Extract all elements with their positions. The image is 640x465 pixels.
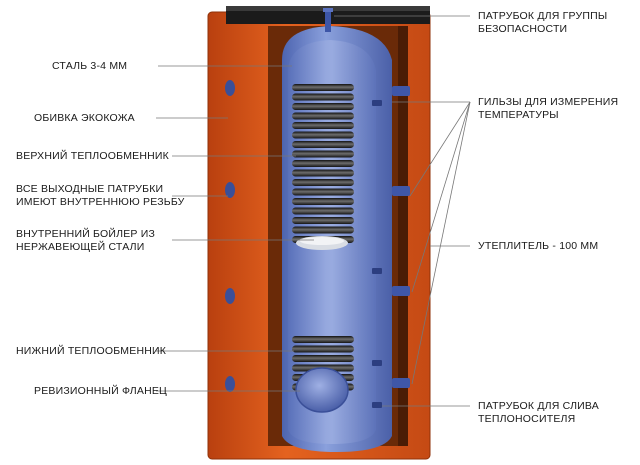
label-safety-pipe: ПАТРУБОК ДЛЯ ГРУППЫ БЕЗОПАСНОСТИ — [478, 10, 607, 36]
label-leather-line1: ОБИВКА ЭКОКОЖА — [34, 112, 135, 124]
label-drain-pipe-line2: ТЕПЛОНОСИТЕЛЯ — [478, 413, 576, 425]
lower-coil-turn — [292, 355, 354, 362]
leader-lines — [156, 15, 471, 407]
label-insulation: УТЕПЛИТЕЛЬ - 100 ММ — [478, 240, 598, 253]
label-flange-line1: РЕВИЗИОННЫЙ ФЛАНЕЦ — [34, 385, 168, 397]
upper-coil-turn — [292, 169, 354, 177]
upper-coil-turn — [292, 207, 354, 215]
safety-pipe — [323, 8, 333, 32]
label-safety-pipe-line2: БЕЗОПАСНОСТИ — [478, 23, 568, 35]
upper-coil-turn — [292, 103, 354, 110]
upper-coil-turn — [292, 131, 354, 139]
temperature-sleeves — [372, 86, 410, 408]
label-steel: СТАЛЬ 3-4 ММ — [52, 60, 127, 73]
upper-coil-turn — [292, 84, 354, 91]
label-insulation-line1: УТЕПЛИТЕЛЬ - 100 ММ — [478, 240, 599, 252]
label-leather: ОБИВКА ЭКОКОЖА — [34, 112, 135, 125]
label-outlets-line2: ИМЕЮТ ВНУТРЕННЮЮ РЕЗЬБУ — [16, 196, 185, 208]
label-drain-pipe-line1: ПАТРУБОК ДЛЯ СЛИВА — [478, 400, 599, 412]
upper-coil-turn — [292, 188, 354, 196]
label-inner-boiler: ВНУТРЕННИЙ БОЙЛЕР ИЗ НЕРЖАВЕЮЩЕЙ СТАЛИ — [16, 228, 155, 254]
upper-coil-turn — [292, 112, 354, 120]
label-sleeves-line2: ТЕМПЕРАТУРЫ — [478, 109, 559, 121]
label-upper-exchanger-line1: ВЕРХНИЙ ТЕПЛООБМЕННИК — [16, 150, 169, 162]
upper-coil-turn — [292, 141, 354, 148]
label-upper-exchanger: ВЕРХНИЙ ТЕПЛООБМЕННИК — [16, 150, 169, 163]
label-steel-line1: СТАЛЬ 3-4 ММ — [52, 60, 128, 72]
inspection-flange — [295, 367, 349, 413]
label-outlets: ВСЕ ВЫХОДНЫЕ ПАТРУБКИ ИМЕЮТ ВНУТРЕННЮЮ Р… — [16, 183, 185, 209]
inner-boiler — [296, 236, 348, 250]
upper-coil-turn — [292, 160, 354, 167]
upper-coil-turn — [292, 217, 354, 224]
label-lower-exchanger: НИЖНИЙ ТЕПЛООБМЕННИК — [16, 345, 166, 358]
upper-coil-turn — [292, 150, 354, 158]
lower-coil-turn — [292, 345, 354, 353]
upper-coil-turn — [292, 93, 354, 101]
side-outlets — [225, 80, 235, 392]
label-safety-pipe-line1: ПАТРУБОК ДЛЯ ГРУППЫ — [478, 10, 608, 22]
label-inner-boiler-line1: ВНУТРЕННИЙ БОЙЛЕР ИЗ — [16, 228, 156, 240]
label-drain-pipe: ПАТРУБОК ДЛЯ СЛИВА ТЕПЛОНОСИТЕЛЯ — [478, 400, 599, 426]
label-sleeves-line1: ГИЛЬЗЫ ДЛЯ ИЗМЕРЕНИЯ — [478, 96, 619, 108]
upper-coil-turn — [292, 226, 354, 234]
label-outlets-line1: ВСЕ ВЫХОДНЫЕ ПАТРУБКИ — [16, 183, 164, 195]
upper-coil-turn — [292, 179, 354, 186]
upper-coil-turn — [292, 198, 354, 205]
label-inner-boiler-line2: НЕРЖАВЕЮЩЕЙ СТАЛИ — [16, 241, 145, 253]
label-lower-exchanger-line1: НИЖНИЙ ТЕПЛООБМЕННИК — [16, 345, 167, 357]
label-sleeves: ГИЛЬЗЫ ДЛЯ ИЗМЕРЕНИЯ ТЕМПЕРАТУРЫ — [478, 96, 618, 122]
upper-coil-turn — [292, 122, 354, 129]
label-flange: РЕВИЗИОННЫЙ ФЛАНЕЦ — [34, 385, 167, 398]
lower-coil-turn — [292, 336, 354, 343]
